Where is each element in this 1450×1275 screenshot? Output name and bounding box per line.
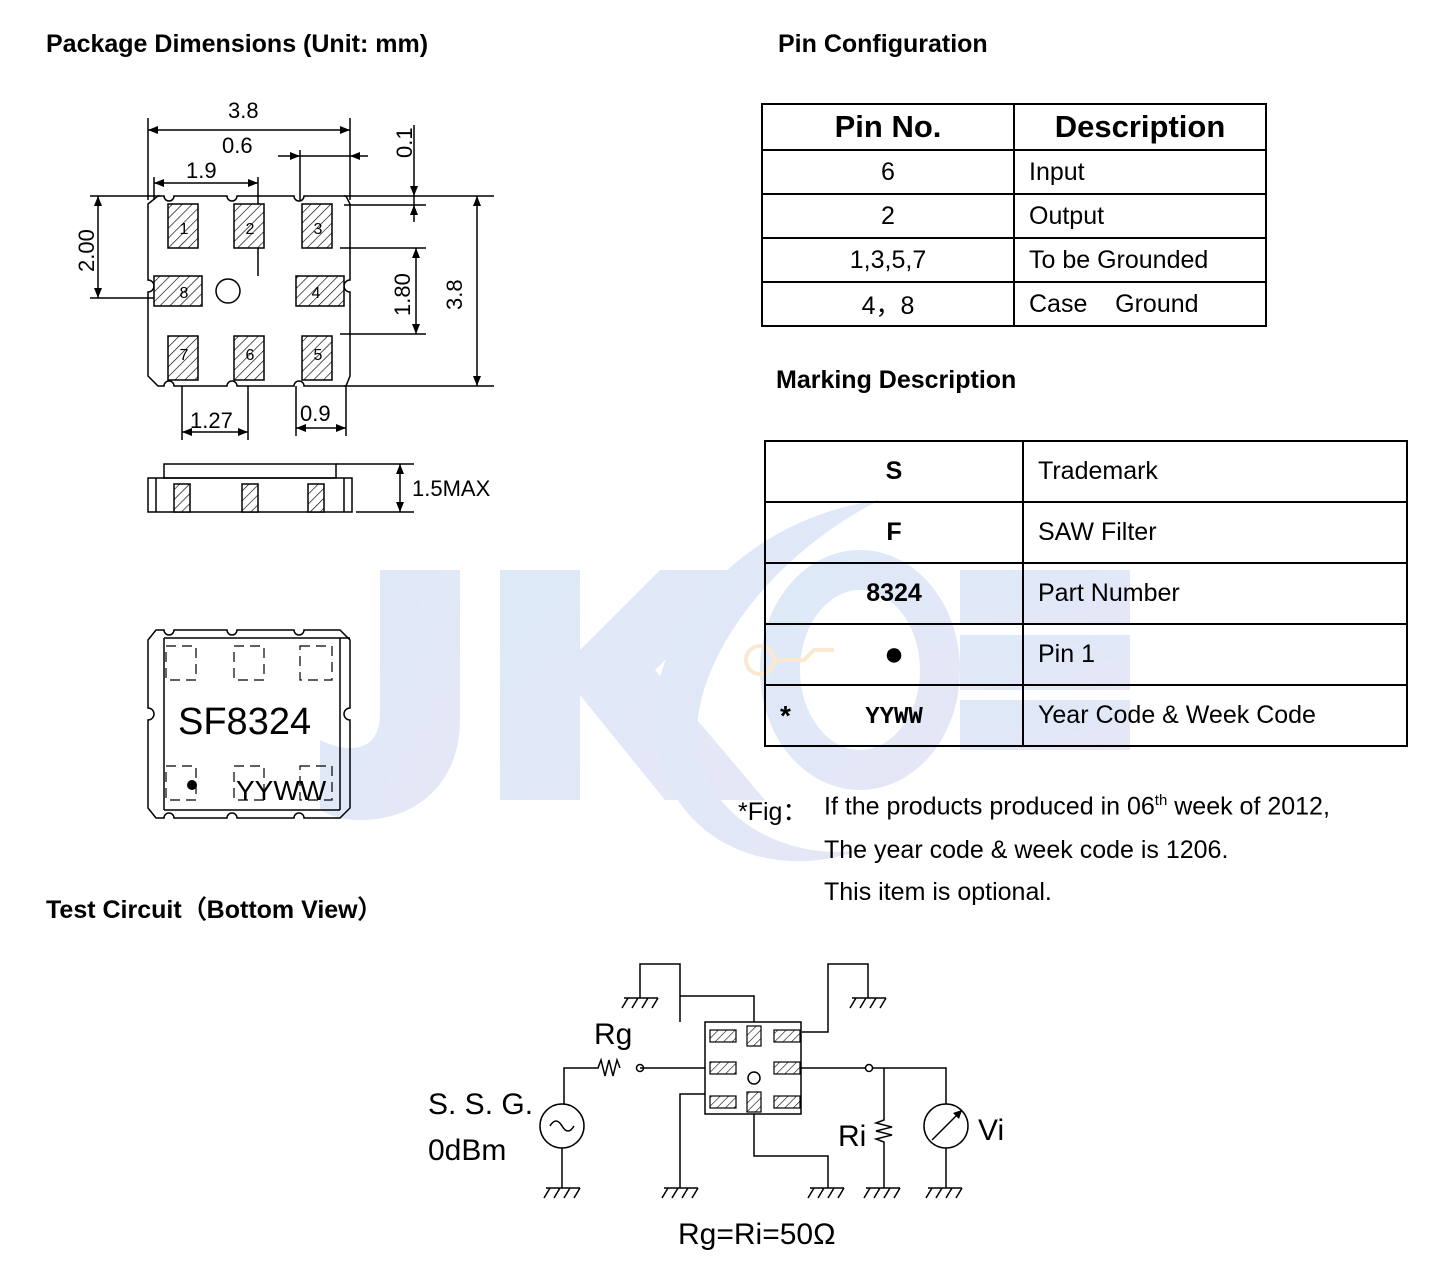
ri-label: Ri	[838, 1120, 866, 1153]
pin-configuration-heading: Pin Configuration	[778, 30, 988, 58]
pad-number: 2	[246, 221, 255, 238]
table-row: * YYWW Year Code & Week Code	[764, 684, 1408, 747]
dim-pad-offset: 0.6	[222, 133, 253, 158]
note-prefix: *Fig：	[738, 798, 808, 826]
pin-number-cell: 4，8	[761, 281, 1015, 327]
mark-description-cell: Pin 1	[1022, 623, 1408, 686]
pad-2	[233, 203, 265, 249]
marking-description-table: S Trademark F SAW Filter 8324 Part Numbe…	[764, 440, 1408, 747]
pad-3	[301, 203, 333, 249]
mark-date-code: YYWW	[865, 703, 923, 731]
note-line-3: This item is optional.	[824, 878, 1052, 906]
package-dimension-drawing: 1 2 3 4 5 6 7 8 3.8 0.6 1.9 1.27 0.9 1.5…	[74, 98, 494, 513]
marking-part-text: SF8324	[178, 701, 311, 743]
pin1-dot-icon	[187, 780, 197, 790]
mark-description-cell: Trademark	[1022, 440, 1408, 503]
pin-description-cell: Output	[1013, 193, 1267, 239]
mark-description-cell: SAW Filter	[1022, 501, 1408, 564]
pad-number: 3	[314, 221, 323, 238]
dim-width-top: 3.8	[228, 98, 259, 123]
ssg-level-label: 0dBm	[428, 1134, 506, 1167]
pad-number: 7	[180, 347, 189, 364]
vi-label: Vi	[978, 1114, 1004, 1147]
table-row: 2 Output	[761, 193, 1267, 239]
pin-header-pin-no: Pin No.	[761, 103, 1015, 151]
mark-symbol-cell: * YYWW	[764, 684, 1024, 747]
pin-number-cell: 1,3,5,7	[761, 237, 1015, 283]
asterisk-mark: *	[780, 700, 791, 731]
note-line-1: If the products produced in 06th week of…	[824, 792, 1330, 821]
pad-number: 4	[312, 285, 321, 302]
table-row: ● Pin 1	[764, 623, 1408, 686]
pad-number: 8	[180, 285, 189, 302]
note-superscript: th	[1154, 792, 1168, 809]
pin-configuration-table: Pin No. Description 6 Input 2 Output 1,3…	[761, 103, 1267, 327]
table-row: 8324 Part Number	[764, 562, 1408, 625]
mark-description-cell: Part Number	[1022, 562, 1408, 625]
table-row: 1,3,5,7 To be Grounded	[761, 237, 1267, 283]
pin-description-cell: To be Grounded	[1013, 237, 1267, 283]
ssg-label: S. S. G.	[428, 1088, 533, 1121]
mark-symbol-cell: 8324	[764, 562, 1024, 625]
dim-pad-span: 1.80	[390, 273, 415, 316]
table-row: S Trademark	[764, 440, 1408, 503]
resistance-formula: Rg=Ri=50Ω	[678, 1218, 836, 1251]
pad-6	[233, 335, 265, 381]
pad-5	[301, 335, 333, 381]
marking-description-heading: Marking Description	[776, 366, 1017, 394]
note-line-1-tail: week of 2012,	[1167, 792, 1330, 821]
note-line-1-text: If the products produced in 06	[824, 792, 1155, 821]
pad-4	[295, 275, 345, 307]
package-dimensions-heading: Package Dimensions (Unit: mm)	[46, 30, 429, 58]
note-line-2: The year code & week code is 1206.	[824, 836, 1229, 864]
marking-preview: SF8324 YYWW	[147, 629, 351, 819]
mark-symbol-cell: F	[764, 501, 1024, 564]
pad-number: 6	[246, 347, 255, 364]
pin-number-cell: 2	[761, 193, 1015, 239]
rg-label: Rg	[594, 1018, 632, 1051]
dim-right-height: 3.8	[442, 279, 467, 310]
dim-pitch-top: 1.9	[186, 158, 217, 183]
pad-1	[167, 203, 199, 249]
pin-number-cell: 6	[761, 149, 1015, 195]
pin-description-cell: Case Ground	[1013, 281, 1267, 327]
pad-8	[153, 275, 203, 307]
table-row: 6 Input	[761, 149, 1267, 195]
pad-number: 1	[180, 221, 189, 238]
dim-pad-width: 0.9	[300, 401, 331, 426]
dim-pitch-bottom: 1.27	[190, 408, 233, 433]
table-row: F SAW Filter	[764, 501, 1408, 564]
pin1-dot-symbol-cell: ●	[764, 623, 1024, 686]
marking-date-code-text: YYWW	[236, 775, 327, 806]
pin-header-description: Description	[1013, 103, 1267, 151]
mark-description-cell: Year Code & Week Code	[1022, 684, 1408, 747]
mark-symbol-cell: S	[764, 440, 1024, 503]
pin-description-cell: Input	[1013, 149, 1267, 195]
dim-edge-gap: 0.1	[392, 127, 417, 158]
pad-number: 5	[314, 347, 323, 364]
dim-left-height: 2.00	[74, 229, 99, 272]
dim-height-max: 1.5MAX	[412, 476, 491, 501]
table-row: 4，8 Case Ground	[761, 281, 1267, 327]
test-circuit-heading: Test Circuit（Bottom View）	[46, 896, 383, 924]
test-circuit-diagram: Rg S. S. G. 0dBm Ri Vi Rg=Ri=50Ω	[428, 963, 1004, 1251]
pad-7	[167, 335, 199, 381]
